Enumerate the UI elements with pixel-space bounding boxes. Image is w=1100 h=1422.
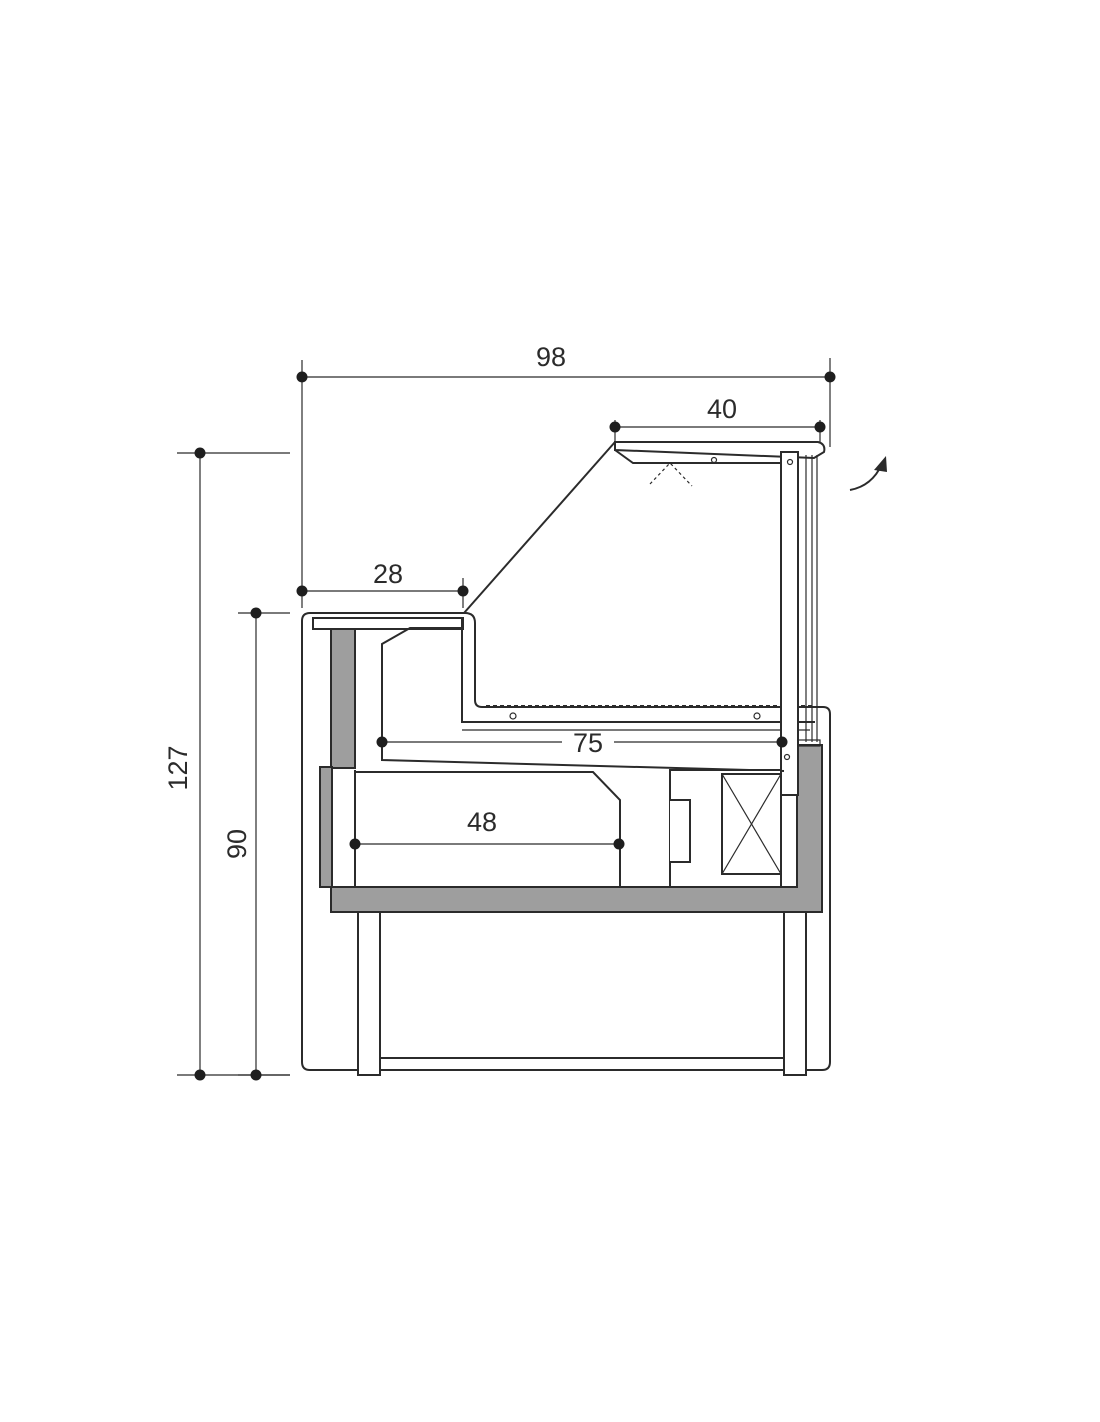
- deck-screw-right: [753, 712, 761, 720]
- dimension-counter-height: 90: [222, 607, 290, 1081]
- dimension-dot: [296, 371, 308, 383]
- dimension-label-top-shelf: 40: [707, 394, 737, 424]
- dimension-dot: [457, 585, 469, 597]
- dimension-label-overall-height: 127: [163, 745, 193, 790]
- deck-screw-left: [509, 712, 517, 720]
- light-beam: [649, 462, 693, 487]
- canopy-screw: [710, 456, 718, 464]
- dimension-dot: [250, 607, 262, 619]
- dimension-label-service-shelf: 28: [373, 559, 403, 589]
- dimension-dot: [824, 371, 836, 383]
- dimension-label-display-depth: 75: [573, 728, 603, 758]
- cabinet-body: [301, 612, 831, 1076]
- dimension-overall-height: 127: [163, 447, 290, 1081]
- dimension-top-shelf: 40: [609, 394, 826, 442]
- door-open-arrow-icon: [849, 456, 887, 491]
- dimension-dot: [613, 838, 625, 850]
- dimension-dot: [296, 585, 308, 597]
- rear-post-screw: [786, 458, 794, 466]
- rear-door-track: [797, 739, 821, 747]
- left-insulation-wall: [330, 627, 356, 769]
- dimension-overall-depth: 98: [296, 342, 836, 608]
- evaporator-cross-2: [721, 773, 782, 875]
- left-leg: [357, 911, 381, 1076]
- rear-posts: [780, 451, 821, 796]
- left-door-panel: [319, 766, 333, 888]
- display-tray-frame: [381, 627, 785, 772]
- dimension-dot: [250, 1069, 262, 1081]
- dimension-dot: [376, 736, 388, 748]
- dimension-label-counter-height: 90: [222, 829, 252, 859]
- right-leg: [783, 911, 807, 1076]
- refrigeration-unit: [669, 769, 782, 888]
- control-panel: [670, 799, 691, 863]
- dimension-dot: [814, 421, 826, 433]
- dimension-storage-depth: 48: [349, 807, 625, 850]
- display-well-inner: [461, 618, 815, 723]
- rear-door-pivot: [783, 753, 791, 761]
- front-glass: [463, 441, 616, 614]
- dimensions: 98 40 28 127: [163, 342, 836, 1081]
- dimension-dot: [609, 421, 621, 433]
- dimension-service-shelf: 28: [296, 559, 469, 608]
- dimension-display-depth: 75: [376, 728, 788, 758]
- dimension-dot: [349, 838, 361, 850]
- insulation: [319, 627, 823, 913]
- dimension-dot: [776, 736, 788, 748]
- dimension-label-storage-depth: 48: [467, 807, 497, 837]
- rear-post: [780, 451, 799, 796]
- bottom-insulation: [330, 744, 823, 913]
- canopy-light-housing: [614, 449, 780, 464]
- dimension-dot: [194, 447, 206, 459]
- dimension-label-overall-depth: 98: [536, 342, 566, 372]
- cabinet-outer-outline: [301, 612, 831, 1071]
- dimension-dot: [194, 1069, 206, 1081]
- display-well: [461, 618, 815, 731]
